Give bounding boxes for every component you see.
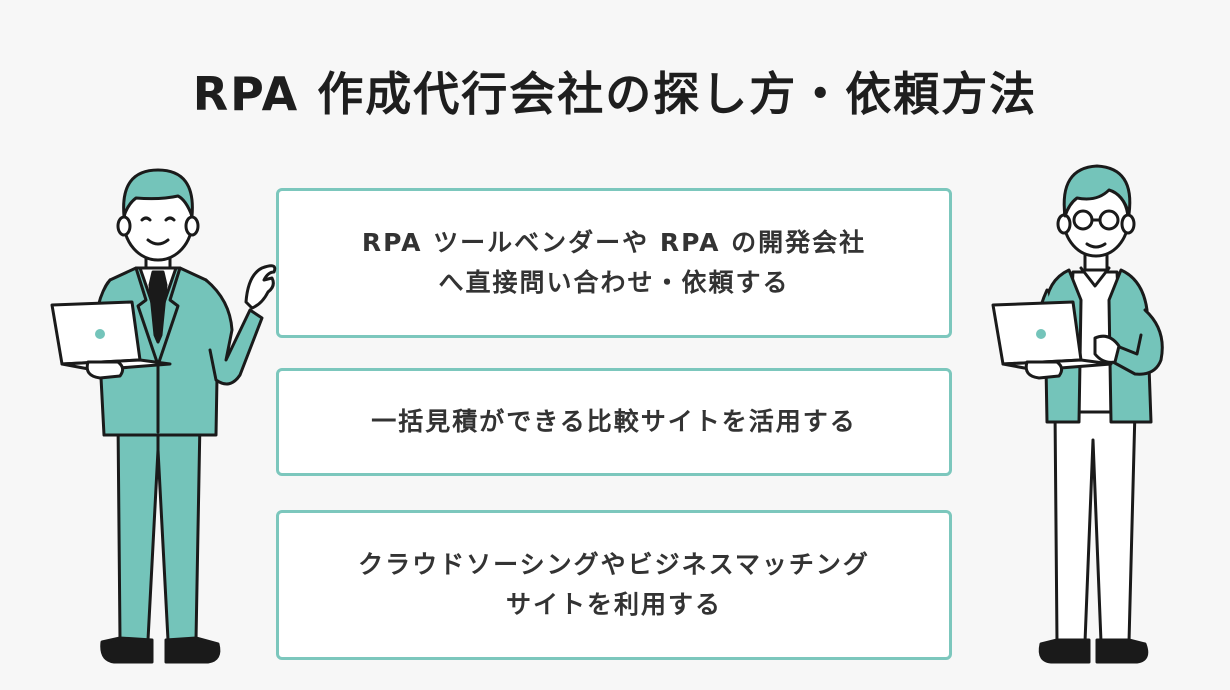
card-line: 一括見積ができる比較サイトを活用する: [371, 407, 857, 436]
card-line: RPA ツールベンダーや RPA の開発会社: [361, 228, 867, 257]
casual-man-illustration: [991, 164, 1164, 664]
card-line: サイトを利用する: [505, 590, 722, 619]
method-card-crowdsourcing: クラウドソーシングやビジネスマッチング サイトを利用する: [276, 510, 952, 660]
businessman-illustration: [50, 168, 277, 664]
method-card-direct-request: RPA ツールベンダーや RPA の開発会社 へ直接問い合わせ・依頼する: [276, 188, 952, 338]
method-card-comparison-site: 一括見積ができる比較サイトを活用する: [276, 368, 952, 476]
card-line: へ直接問い合わせ・依頼する: [438, 268, 790, 297]
page-title: RPA 作成代行会社の探し方・依頼方法: [192, 67, 1038, 121]
card-line: クラウドソーシングやビジネスマッチング: [358, 550, 870, 579]
